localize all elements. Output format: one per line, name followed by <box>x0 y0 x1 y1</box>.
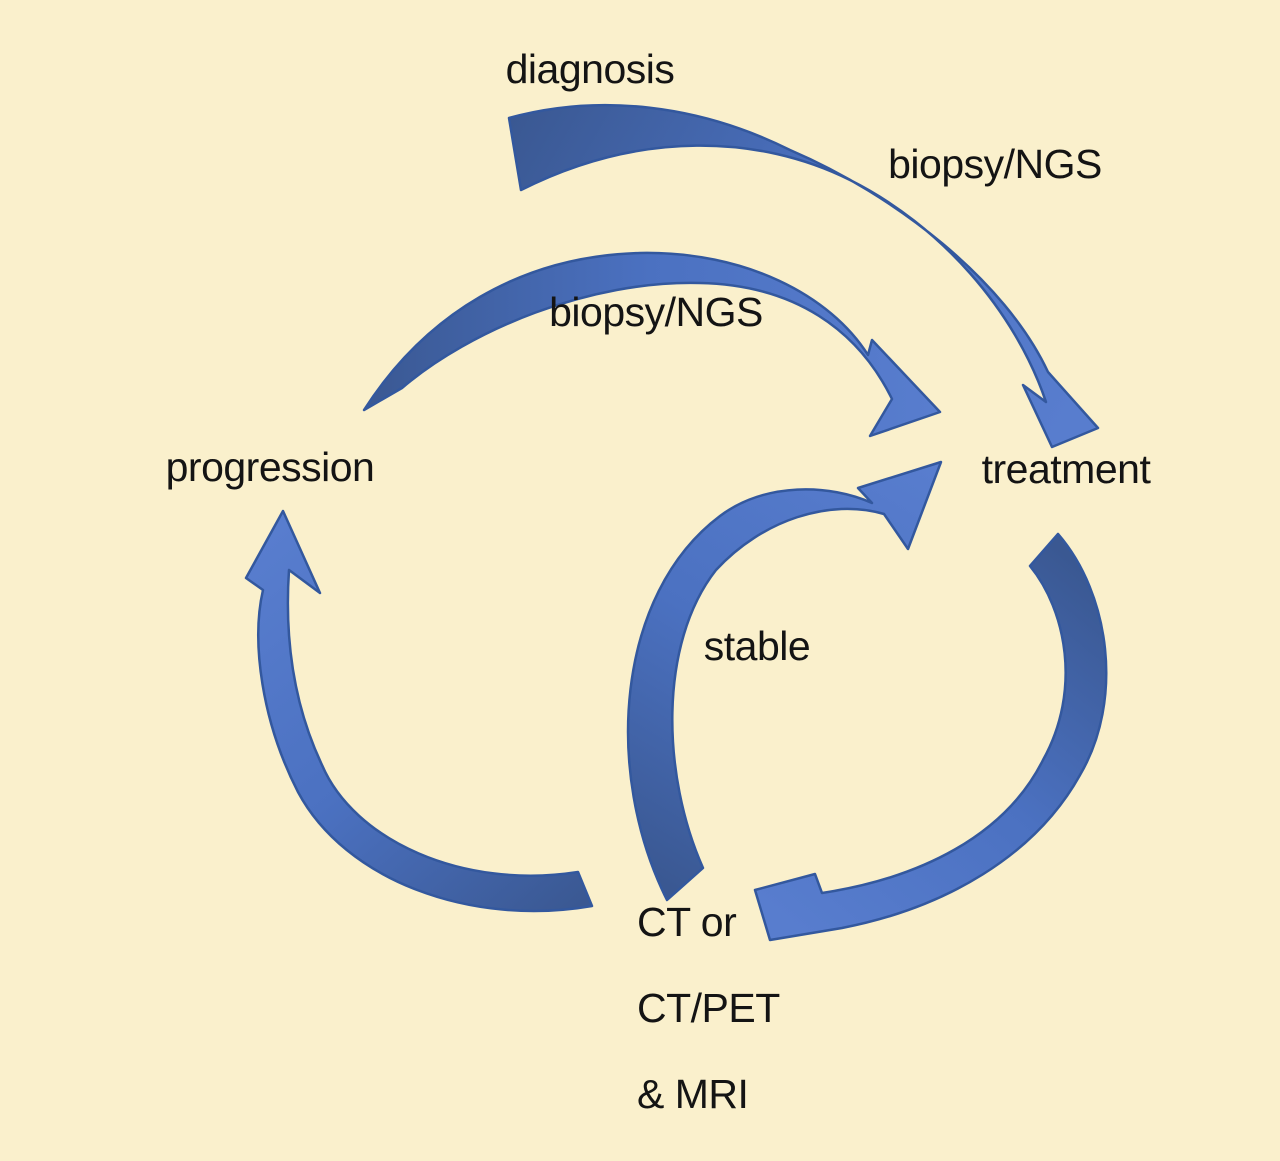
label-diagnosis: diagnosis <box>506 46 675 92</box>
arrow-treatment-to-imaging <box>753 532 1108 942</box>
label-imaging-line1: CT or <box>637 899 736 945</box>
label-biopsy-ngs-top: biopsy/NGS <box>888 141 1102 187</box>
label-biopsy-ngs-mid: biopsy/NGS <box>549 289 763 335</box>
arrow-imaging-to-progression <box>244 509 594 913</box>
arrow-imaging-to-treatment-stable <box>626 460 943 902</box>
label-progression: progression <box>166 444 375 490</box>
arrow-progression-to-treatment <box>362 251 942 438</box>
label-stable: stable <box>704 623 810 669</box>
label-imaging-line3: & MRI <box>637 1071 748 1117</box>
label-imaging-line2: CT/PET <box>637 985 780 1031</box>
arrow-diagnosis-to-treatment <box>507 103 1100 449</box>
label-treatment: treatment <box>982 446 1152 492</box>
